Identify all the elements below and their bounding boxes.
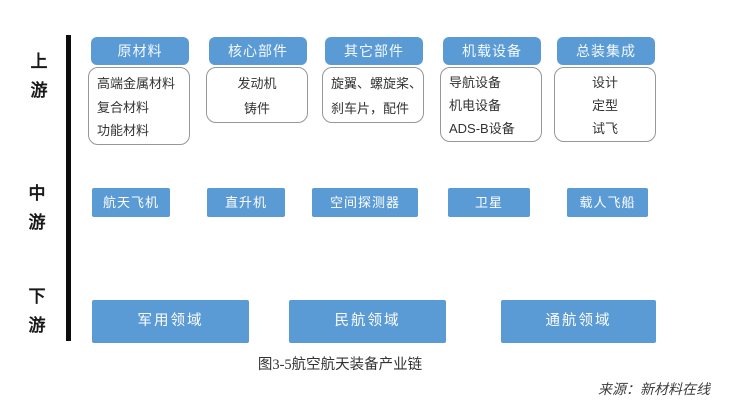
stage-label-midstream: 中游 bbox=[28, 184, 46, 232]
column-header: 原材料 bbox=[91, 37, 189, 65]
detail-item: 刹车片，配件 bbox=[331, 100, 410, 116]
detail-item: 功能材料 bbox=[97, 123, 150, 139]
midstream-box-satellite: 卫星 bbox=[448, 188, 530, 217]
stage-label-downstream: 下游 bbox=[28, 287, 46, 335]
column-detail-box: 设计 定型 试飞 bbox=[554, 67, 656, 142]
midstream-box-space-shuttle: 航天飞机 bbox=[92, 188, 170, 217]
upstream-column-final-assembly: 总装集成 设计 定型 试飞 bbox=[554, 37, 658, 142]
stage-axis-line bbox=[66, 35, 71, 341]
column-header: 其它部件 bbox=[325, 37, 423, 65]
column-detail-box: 旋翼、螺旋桨、 刹车片，配件 bbox=[322, 67, 424, 123]
detail-item: 设计 bbox=[591, 75, 618, 90]
midstream-box-crewed-spacecraft: 载人飞船 bbox=[567, 188, 648, 217]
detail-item: 旋翼、螺旋桨、 bbox=[331, 76, 423, 92]
column-header: 总装集成 bbox=[557, 37, 655, 65]
column-header: 核心部件 bbox=[209, 37, 307, 65]
downstream-box-general-aviation-field: 通航领域 bbox=[501, 300, 656, 343]
detail-item: 导航设备 bbox=[449, 75, 502, 90]
detail-item: 铸件 bbox=[243, 100, 270, 116]
detail-item: 机电设备 bbox=[449, 98, 502, 113]
column-detail-box: 发动机 铸件 bbox=[206, 67, 308, 123]
detail-item: 高端金属材料 bbox=[97, 75, 176, 91]
upstream-column-raw-materials: 原材料 高端金属材料 复合材料 功能材料 bbox=[88, 37, 192, 145]
downstream-box-military-field: 军用领域 bbox=[92, 300, 249, 343]
column-header: 机载设备 bbox=[443, 37, 541, 65]
detail-item: 复合材料 bbox=[97, 99, 150, 115]
midstream-box-helicopter: 直升机 bbox=[207, 188, 285, 217]
detail-item: 试飞 bbox=[591, 121, 618, 136]
detail-item: ADS-B设备 bbox=[449, 121, 515, 136]
detail-item: 定型 bbox=[591, 98, 618, 113]
column-detail-box: 导航设备 机电设备 ADS-B设备 bbox=[440, 67, 542, 142]
midstream-box-space-probe: 空间探测器 bbox=[312, 188, 418, 217]
detail-item: 发动机 bbox=[237, 76, 277, 92]
column-detail-box: 高端金属材料 复合材料 功能材料 bbox=[88, 67, 190, 145]
stage-label-upstream: 上游 bbox=[30, 52, 48, 100]
source-note: 来源：新材料在线 bbox=[598, 383, 710, 398]
figure-caption: 图3-5航空航天装备产业链 bbox=[257, 357, 423, 373]
upstream-column-other-parts: 其它部件 旋翼、螺旋桨、 刹车片，配件 bbox=[322, 37, 426, 123]
downstream-box-civil-aviation-field: 民航领域 bbox=[289, 300, 446, 343]
upstream-column-airborne-equipment: 机载设备 导航设备 机电设备 ADS-B设备 bbox=[440, 37, 544, 142]
upstream-column-core-parts: 核心部件 发动机 铸件 bbox=[206, 37, 310, 123]
